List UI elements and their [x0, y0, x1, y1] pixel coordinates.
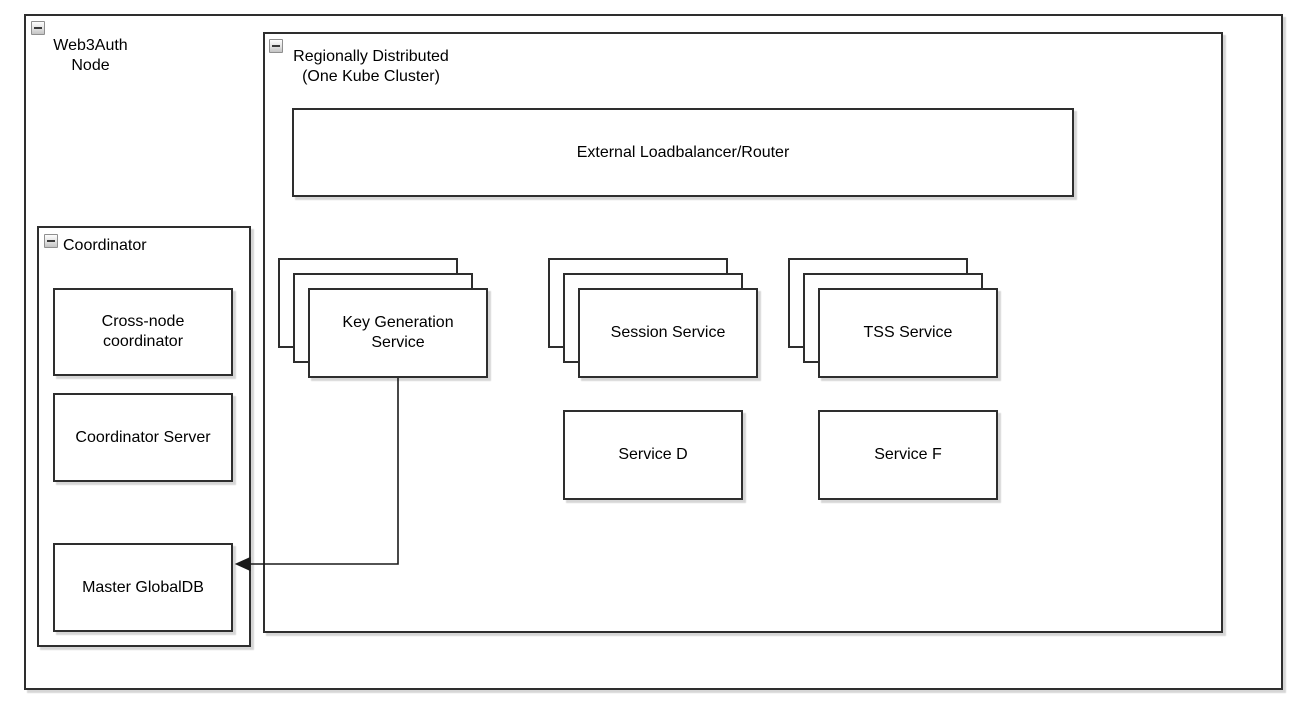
minus-icon: [34, 27, 42, 29]
node-session-service[interactable]: Session Service: [578, 288, 758, 378]
collapse-icon[interactable]: [269, 39, 283, 53]
node-tss-service[interactable]: TSS Service: [818, 288, 998, 378]
node-master-globaldb[interactable]: Master GlobalDB: [53, 543, 233, 632]
stack-session-service[interactable]: Session Service: [548, 258, 758, 378]
group-coordinator-label: Coordinator: [63, 237, 147, 254]
node-label: Session Service: [610, 324, 726, 341]
node-service-d[interactable]: Service D: [563, 410, 743, 500]
minus-icon: [272, 45, 280, 47]
stack-key-generation-service[interactable]: Key Generation Service: [278, 258, 488, 378]
node-service-f[interactable]: Service F: [818, 410, 998, 500]
group-web3auth-node-label: Web3Auth Node: [53, 37, 128, 74]
node-label: Coordinator Server: [75, 428, 211, 446]
node-label: TSS Service: [863, 324, 953, 341]
node-label: External Loadbalancer/Router: [576, 143, 790, 161]
node-label: Service D: [618, 446, 688, 463]
node-label: Key Generation Service: [342, 314, 454, 351]
collapse-icon[interactable]: [44, 234, 58, 248]
node-cross-node-coordinator[interactable]: Cross-node coordinator: [53, 288, 233, 376]
node-coordinator-server[interactable]: Coordinator Server: [53, 393, 233, 482]
node-external-loadbalancer[interactable]: External Loadbalancer/Router: [292, 108, 1074, 197]
node-key-generation-service[interactable]: Key Generation Service: [308, 288, 488, 378]
group-coordinator[interactable]: Coordinator Cross-node coordinator Coord…: [37, 226, 251, 647]
group-web3auth-node[interactable]: Web3Auth Node Regionally Distributed (On…: [24, 14, 1283, 690]
collapse-icon[interactable]: [31, 21, 45, 35]
group-regionally-distributed-label: Regionally Distributed (One Kube Cluster…: [293, 48, 449, 85]
node-label: Master GlobalDB: [82, 578, 204, 596]
minus-icon: [47, 240, 55, 242]
node-label: Cross-node coordinator: [101, 313, 185, 350]
stack-tss-service[interactable]: TSS Service: [788, 258, 998, 378]
group-regionally-distributed[interactable]: Regionally Distributed (One Kube Cluster…: [263, 32, 1223, 633]
node-label: Service F: [874, 446, 942, 463]
